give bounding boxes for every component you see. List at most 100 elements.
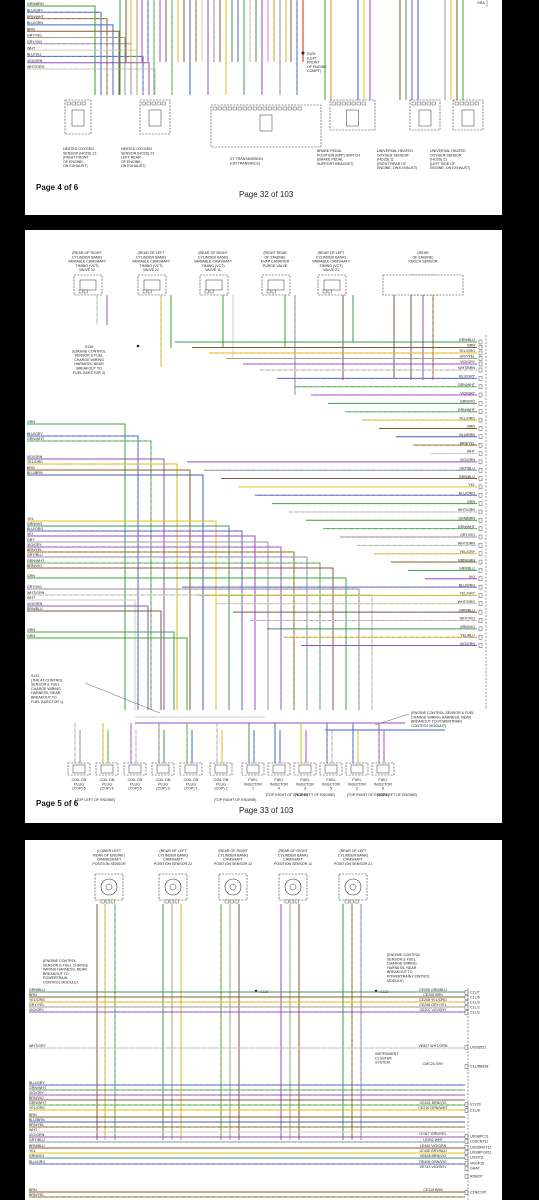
top-component-label: POSITION SENSOR 22 <box>154 862 192 866</box>
top-component-label: CAMSHAFT <box>163 858 184 862</box>
left-bus-wire-stripe <box>27 556 308 710</box>
left-bus-wire <box>27 423 126 710</box>
top-component-label: CYLINDER BANK) <box>158 853 188 857</box>
connector-pin <box>421 101 426 106</box>
top-component-label: TIMING (VCT) <box>139 264 162 268</box>
pcm-pin-label: V1V20 <box>470 1103 481 1107</box>
bottom-component-label: (COP) 1 <box>184 787 197 791</box>
bottom-component-label: PLUG <box>216 782 226 786</box>
leader-line <box>84 682 161 714</box>
top-component-label: CAMSHAFT <box>343 858 364 862</box>
pcm-pin <box>464 1134 469 1139</box>
connector-pin <box>164 899 169 904</box>
left-bus-wire <box>27 588 360 710</box>
left-bus-wire <box>27 530 243 710</box>
right-bus-label: WHT/VIO <box>460 617 476 621</box>
connector-pin <box>174 899 179 904</box>
left-bus-label: YEL/ORG <box>27 460 43 464</box>
component-label: LEFT REAR <box>121 156 141 160</box>
pcm-pin <box>464 1108 469 1113</box>
connector-pin <box>322 289 327 294</box>
left-wire-stripe <box>27 18 108 95</box>
pcm-pin <box>478 526 483 531</box>
connector-pin <box>142 289 147 294</box>
left-bus-wire <box>27 631 175 710</box>
pcm-pin <box>464 1150 469 1155</box>
connector-pin <box>349 899 354 904</box>
pcm-pin-label: UGSD521 <box>470 1046 486 1050</box>
connector-pin <box>232 106 237 111</box>
left-bus-label: BLU/ORG <box>29 1160 45 1164</box>
connector-pin <box>252 106 257 111</box>
top-component-label: KNOCK SENSOR <box>409 260 438 264</box>
pcm-pin <box>464 1145 469 1150</box>
right-bus-label: VIO <box>469 575 475 579</box>
left-bus-label: BLU/BRN <box>27 471 43 475</box>
sensor-element <box>346 109 359 127</box>
pcm-pin <box>478 409 483 414</box>
right-bus-label: WHT/BRN <box>458 366 475 370</box>
sensor-element <box>148 109 162 127</box>
top-component-label: VARIABLE CAMSHAFT <box>312 260 351 264</box>
coil-element <box>156 764 170 774</box>
top-component-label: CYLINDER BANK) <box>278 853 308 857</box>
left-bus-wire <box>27 435 139 710</box>
page-number: Page 33 of 103 <box>239 806 294 815</box>
connector-pin <box>351 101 356 106</box>
left-bus-label: GRN <box>27 420 35 424</box>
left-bus-label: BRN/BLU <box>29 1144 45 1148</box>
connector-pin <box>224 899 229 904</box>
left-bus-label: WHT/GRY <box>29 1044 47 1048</box>
splice-note: BREAKOUT TO <box>76 367 102 371</box>
connector-pin <box>267 106 272 111</box>
right-bus-label: VIO/GRN <box>460 458 476 462</box>
component-label: (RIGHT FRONT <box>63 156 89 160</box>
pcm-pin <box>464 1155 469 1160</box>
right-bus-label: BRN/BLU <box>459 608 475 612</box>
bottom-component-label: INJECTOR <box>348 782 366 786</box>
pcm-pin-label: LGSCNT11 <box>470 1140 488 1144</box>
left-bus-label: BLU/BRN <box>29 1118 45 1122</box>
component-label: (RIGHT REAR OF <box>377 162 407 166</box>
right-bus-label: GRN/BLU <box>459 338 475 342</box>
connector-pin <box>464 101 469 106</box>
pcm-pin <box>464 1045 469 1050</box>
connector-pin <box>217 106 222 111</box>
pcm-pin <box>464 1166 469 1171</box>
left-bus-wire-stripe <box>27 435 139 710</box>
left-bus-label: YEL <box>29 1149 36 1153</box>
connector-pin <box>247 106 252 111</box>
component-label: OXYGEN SENSOR <box>377 153 409 157</box>
top-component-label: VALVE 11 <box>205 268 221 272</box>
circuit-label: LE445 GRY/BLU <box>419 1149 447 1153</box>
component-label: (HO2S) 21 <box>430 158 447 162</box>
connector-pin <box>141 101 146 106</box>
top-component-label: VALVE 21 <box>323 268 339 272</box>
left-harness-note: POWERTRAIN <box>43 976 68 980</box>
left-harness-note: HARNESS, NEAR <box>31 691 61 695</box>
left-bus-label: WHT/GRN <box>27 591 45 595</box>
corner-label: GRA <box>477 1 485 5</box>
connector-pin <box>272 106 277 111</box>
connector-pin <box>81 101 86 106</box>
connector-pin <box>331 101 336 106</box>
right-bus-label: BRN/BLU <box>459 475 475 479</box>
pcm-pin-label: C1L/2 <box>470 1006 480 1010</box>
component-label: SENSOR (HO2S) 22 <box>121 151 154 155</box>
right-bus-label: YEL/ORG <box>459 349 475 353</box>
connector-pin <box>257 106 262 111</box>
left-bus-label: BRN/YEL <box>27 548 42 552</box>
left-wire-stripe <box>27 62 150 95</box>
pcm-pin <box>464 1000 469 1005</box>
injector-element <box>298 764 312 774</box>
valve-element <box>267 279 285 291</box>
top-component-label: EVAP CANISTER <box>261 260 290 264</box>
connector-pin <box>161 101 166 106</box>
left-wire-stripe <box>27 68 156 95</box>
connector-pin <box>474 101 479 106</box>
injector-element <box>350 764 364 774</box>
connector-pin <box>266 289 271 294</box>
wiring-diagram-page-4: GRAGRN/BRNBLU/GRYBRN/WHTBLU/GRNBRNGRY/YE… <box>27 0 488 170</box>
bottom-component-label: FUEL <box>274 778 283 782</box>
